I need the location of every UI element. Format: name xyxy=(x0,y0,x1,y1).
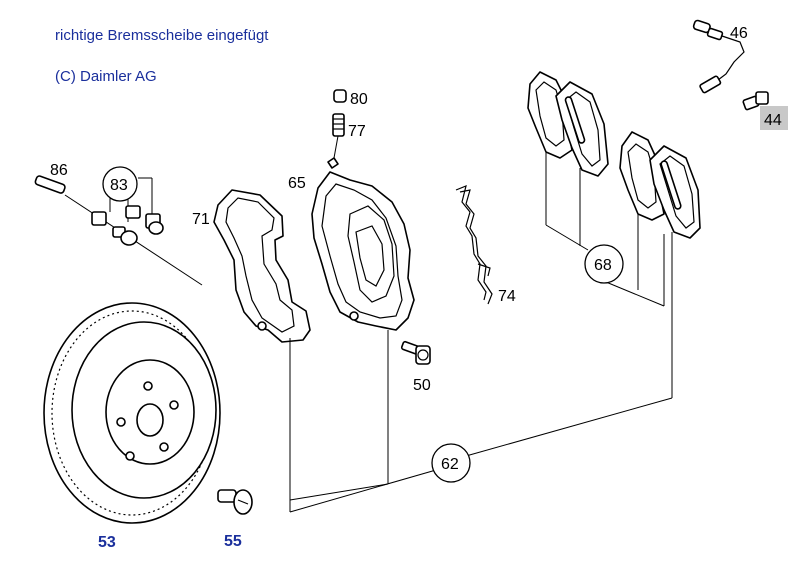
wear-sensor[interactable] xyxy=(692,19,745,94)
part-label-86[interactable]: 86 xyxy=(50,162,68,179)
brake-pad-set-upper[interactable] xyxy=(527,71,609,177)
part-label-62[interactable]: 62 xyxy=(441,456,459,473)
bleed-valve[interactable] xyxy=(327,89,347,169)
part-label-44[interactable]: 44 xyxy=(764,112,782,129)
caliper-bolt[interactable] xyxy=(400,340,431,365)
sensor-bolt[interactable] xyxy=(742,91,769,111)
anti-rattle-spring[interactable] xyxy=(455,185,493,305)
part-label-71[interactable]: 71 xyxy=(192,211,210,228)
part-label-77[interactable]: 77 xyxy=(348,123,366,140)
highlight-box-44 xyxy=(760,106,788,130)
caliper-bracket[interactable] xyxy=(213,189,311,512)
part-label-68[interactable]: 68 xyxy=(594,257,612,274)
label-circle-62 xyxy=(431,443,471,483)
brake-disc[interactable] xyxy=(43,302,221,524)
brake-caliper[interactable] xyxy=(311,171,415,484)
label-circle-68 xyxy=(584,244,624,284)
copyright-note: (C) Daimler AG xyxy=(55,68,157,85)
part-label-55[interactable]: 55 xyxy=(224,533,242,550)
part-label-53[interactable]: 53 xyxy=(98,534,116,551)
leader-lines-68 xyxy=(545,152,665,307)
part-label-80[interactable]: 80 xyxy=(350,91,368,108)
part-label-65[interactable]: 65 xyxy=(288,175,306,192)
part-label-46[interactable]: 46 xyxy=(730,25,748,42)
countersunk-screw[interactable] xyxy=(217,489,253,515)
label-circle-83 xyxy=(102,166,138,202)
part-label-83[interactable]: 83 xyxy=(110,177,128,194)
part-label-74[interactable]: 74 xyxy=(498,288,516,305)
correction-note: richtige Bremsscheibe eingefügt xyxy=(55,27,269,44)
leader-lines-62 xyxy=(289,232,673,513)
brake-pad-set-lower[interactable] xyxy=(619,131,701,239)
part-label-50[interactable]: 50 xyxy=(413,377,431,394)
